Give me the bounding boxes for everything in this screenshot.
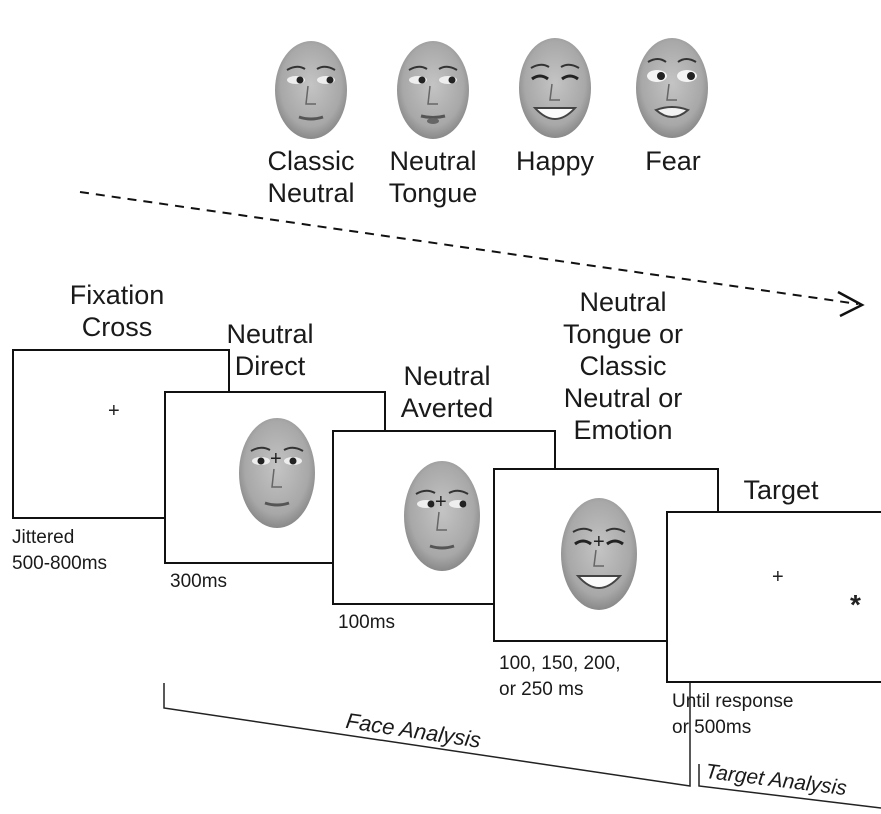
face-neutral-averted <box>404 461 480 571</box>
face-analysis-bracket <box>163 664 691 787</box>
frame-target: + * <box>666 511 881 683</box>
frame-title-target: Target <box>743 475 819 505</box>
fixation-cross: + <box>593 531 605 553</box>
stimulus-label-happy: Happy <box>515 146 595 176</box>
stimulus-face-fear <box>636 38 708 138</box>
fixation-cross: + <box>108 400 120 422</box>
frame-duration-neutral-averted: 100ms <box>338 612 396 633</box>
fixation-cross: + <box>435 491 447 513</box>
target-analysis-bracket <box>698 764 881 809</box>
timeline-dashed-arrow <box>79 191 859 305</box>
face-happy <box>561 498 637 610</box>
stimulus-face-classic-neutral <box>275 41 347 139</box>
target-asterisk: * <box>850 589 861 620</box>
stimulus-face-neutral-tongue <box>397 41 469 139</box>
frame-title-emotion: Neutral Tongue or Classic Neutral or Emo… <box>562 287 684 445</box>
timeline-arrowhead <box>837 290 865 318</box>
stimulus-face-happy <box>519 38 591 138</box>
fixation-cross: + <box>270 448 282 470</box>
frame-duration-emotion: 100, 150, 200,or 250 ms <box>499 653 621 700</box>
frame-duration-neutral-direct: 300ms <box>170 571 228 592</box>
stimulus-label-fear: Fear <box>645 146 701 176</box>
face-neutral-direct <box>239 418 315 528</box>
fixation-cross: + <box>772 566 784 588</box>
